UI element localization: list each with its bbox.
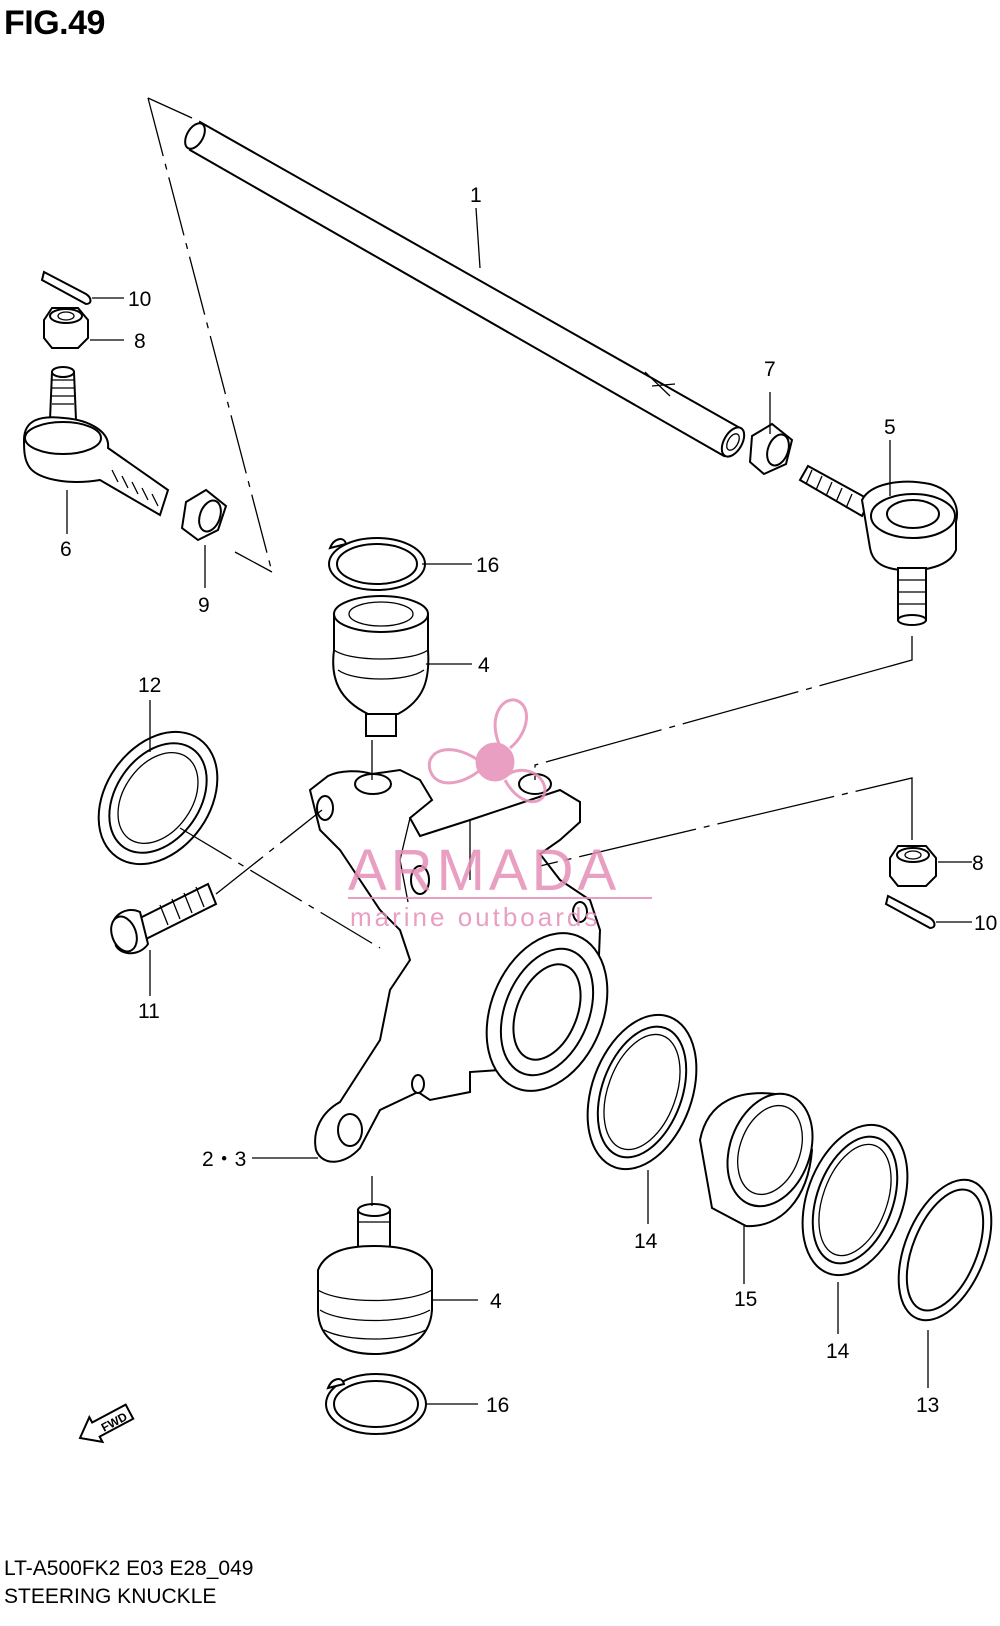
callout-8-right: 8 [972,852,984,875]
ball-joint-top [332,595,430,737]
tie-rod-end-left [22,366,170,517]
bolt-11 [110,882,218,955]
footer-figure-name: STEERING KNUCKLE [4,1585,217,1608]
callout-9: 9 [198,594,210,617]
callout-10-left: 10 [128,288,151,311]
callout-1: 1 [470,184,482,207]
assembly-outline [147,97,273,573]
propeller-logo [427,698,547,804]
callout-6: 6 [60,538,72,561]
callout-15: 15 [734,1288,757,1311]
figure-title: FIG.49 [4,4,105,42]
cotter-pin-right [884,894,936,930]
nut-right [889,845,937,887]
steering-knuckle [308,768,609,1163]
callout-11: 11 [138,1000,160,1023]
watermark-brand: ARMADA [348,838,620,903]
snap-ring-bottom [325,1373,427,1435]
callout-7: 7 [764,358,776,381]
alignment-lines [179,636,913,1206]
snap-ring-top [328,537,426,591]
callout-16-bottom: 16 [486,1394,509,1417]
tie-rod-end-right [798,464,958,626]
callout-10-right: 10 [974,912,997,935]
callout-14-b: 14 [826,1340,850,1363]
ball-joint-bottom [317,1203,433,1356]
callout-4-bottom: 4 [490,1290,502,1313]
callout-labels: 1 10 8 6 9 7 5 16 4 12 8 10 11 2・3 14 15… [60,184,997,1417]
bushing-9 [180,488,228,542]
callout-4-top: 4 [478,654,490,677]
forward-arrow-icon: FWD [78,1403,135,1444]
ring-13 [897,1178,993,1322]
callout-16-top: 16 [476,554,499,577]
callout-14-a: 14 [634,1230,658,1253]
watermark-tagline: marine outboards [350,902,600,932]
seal-14a [586,1013,698,1171]
callout-8-left: 8 [134,330,146,353]
footer-model-code: LT-A500FK2 E03 E28_049 [4,1557,254,1580]
cotter-pin-left [40,270,92,306]
nut-left [43,307,89,349]
callout-2-3: 2・3 [202,1148,246,1171]
callout-13: 13 [916,1394,939,1417]
tie-rod [184,120,746,458]
seal-14b [801,1123,909,1277]
bearing-15 [698,1092,814,1228]
armada-watermark: ARMADA marine outboards [348,698,652,932]
callout-5: 5 [884,416,896,439]
oil-seal-12 [97,730,219,866]
callout-12: 12 [138,674,161,697]
bushing-7 [748,422,794,476]
leader-lines [66,207,972,1405]
